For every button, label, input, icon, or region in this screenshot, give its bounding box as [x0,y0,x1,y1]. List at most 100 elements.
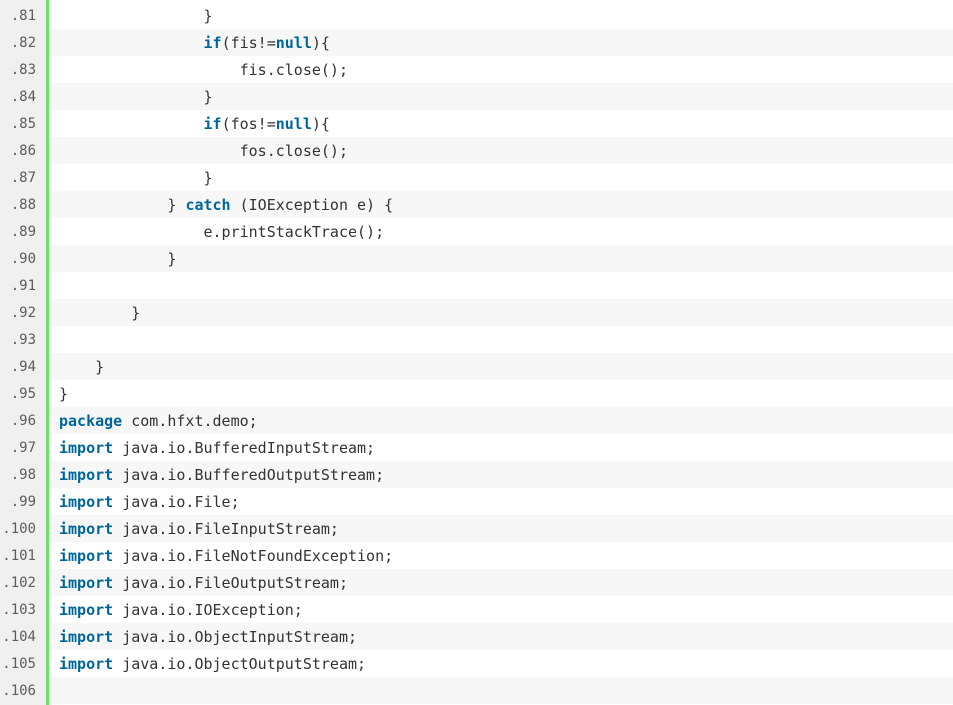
code-token: } [203,168,213,187]
indentation [59,304,131,322]
line-number: 92. [10,304,36,321]
code-line: 102. import java.io.FileOutputStream; [0,569,953,596]
code-line: 86. fos.close(); [0,137,953,164]
code-keyword: if [203,33,222,52]
indentation [59,196,167,214]
code-content: if(fos!=null){ [59,115,330,133]
code-line: 91. [0,272,953,299]
code-text-cell: } [49,353,953,380]
code-content: } [59,358,104,376]
code-keyword: import [59,600,114,619]
code-token: java.io.ObjectOutputStream; [113,654,367,673]
line-number: 89. [10,223,36,240]
code-content: import java.io.FileInputStream; [59,520,339,538]
line-number: 84. [10,88,36,105]
code-text-cell: import java.io.ObjectInputStream; [49,623,953,650]
code-text-cell: import java.io.FileOutputStream; [49,569,953,596]
code-line: 98. import java.io.BufferedOutputStream; [0,461,953,488]
code-token: java.io.BufferedInputStream; [113,438,376,457]
code-content: fis.close(); [59,61,348,79]
line-number: 99. [10,493,36,510]
code-keyword: import [59,654,114,673]
code-token: com.hfxt.demo; [122,411,258,430]
code-token: java.io.IOException; [113,600,303,619]
code-keyword: import [59,492,114,511]
code-text-cell: package com.hfxt.demo; [49,407,953,434]
code-line: 104.import java.io.ObjectInputStream; [0,623,953,650]
code-content: import java.io.FileNotFoundException; [59,547,393,565]
code-line: 85. if(fos!=null){ [0,110,953,137]
code-token: } [167,195,186,214]
code-keyword: null [275,33,312,52]
code-content: import java.io.ObjectInputStream; [59,628,357,646]
code-keyword: if [203,114,222,133]
code-content: } catch (IOException e) { [59,196,393,214]
code-text-cell: import java.io.FileNotFoundException; [49,542,953,569]
line-number: 94. [10,358,36,375]
code-line: 81. } [0,2,953,29]
code-token: } [95,357,105,376]
code-text-cell [49,272,953,299]
code-text-cell: if(fos!=null){ [49,110,953,137]
code-text-cell [49,326,953,353]
code-keyword: import [59,519,114,538]
line-number: 98. [10,466,36,483]
code-content: e.printStackTrace(); [59,222,385,241]
gutter-divider [46,0,49,705]
code-text-cell [49,677,953,704]
code-line: 89. e.printStackTrace(); [0,218,953,245]
code-text-cell: import java.io.IOException; [49,596,953,623]
indentation [59,358,95,376]
code-line: 84. } [0,83,953,110]
line-number: 95. [10,385,36,402]
code-keyword: catch [185,195,231,214]
line-number: 85. [10,115,36,132]
indentation [59,61,240,79]
code-token: java.io.BufferedOutputStream; [113,465,385,484]
line-number: 86. [10,142,36,159]
indentation [59,34,204,52]
code-text-cell: fos.close(); [49,137,953,164]
code-text-cell: import java.io.BufferedInputStream; [49,434,953,461]
indentation [59,88,204,106]
line-number: 106. [2,682,36,699]
code-token: ){ [311,114,330,133]
code-text-cell: import java.io.BufferedOutputStream; [49,461,953,488]
indentation [59,223,204,241]
line-number: 87. [10,169,36,186]
code-line: 94. } [0,353,953,380]
code-token: } [167,249,177,268]
code-keyword: null [275,114,312,133]
code-content: } [59,88,213,106]
code-token: (IOException e) { [230,195,394,214]
code-text-cell: import java.io.File; [49,488,953,515]
code-text-cell: if(fis!=null){ [49,29,953,56]
code-keyword: import [59,438,114,457]
code-content: import java.io.IOException; [59,601,303,619]
code-token: ){ [311,33,330,52]
code-token: e.printStackTrace(); [203,222,385,241]
code-line: 92. } [0,299,953,326]
code-line: 88. } catch (IOException e) { [0,191,953,218]
code-token: java.io.ObjectInputStream; [113,627,358,646]
code-content: import java.io.FileOutputStream; [59,574,348,592]
line-number: 81. [10,7,36,24]
code-content: } [59,7,213,25]
code-text-cell: import java.io.FileInputStream; [49,515,953,542]
line-number: 91. [10,277,36,294]
code-keyword: import [59,465,114,484]
code-line: 106. [0,677,953,704]
code-line: 95.} [0,380,953,407]
line-number: 97. [10,439,36,456]
code-content: } [59,304,140,322]
code-keyword: import [59,573,114,592]
code-line: 96.package com.hfxt.demo; [0,407,953,434]
line-number: 90. [10,250,36,267]
code-content: package com.hfxt.demo; [59,412,258,430]
code-content: import java.io.ObjectOutputStream; [59,655,366,673]
line-number: 102. [2,574,36,591]
line-number: 103. [2,601,36,618]
code-line: 105.import java.io.ObjectOutputStream; [0,650,953,677]
code-content: import java.io.BufferedOutputStream; [59,466,384,484]
code-token: fis.close(); [239,60,348,79]
